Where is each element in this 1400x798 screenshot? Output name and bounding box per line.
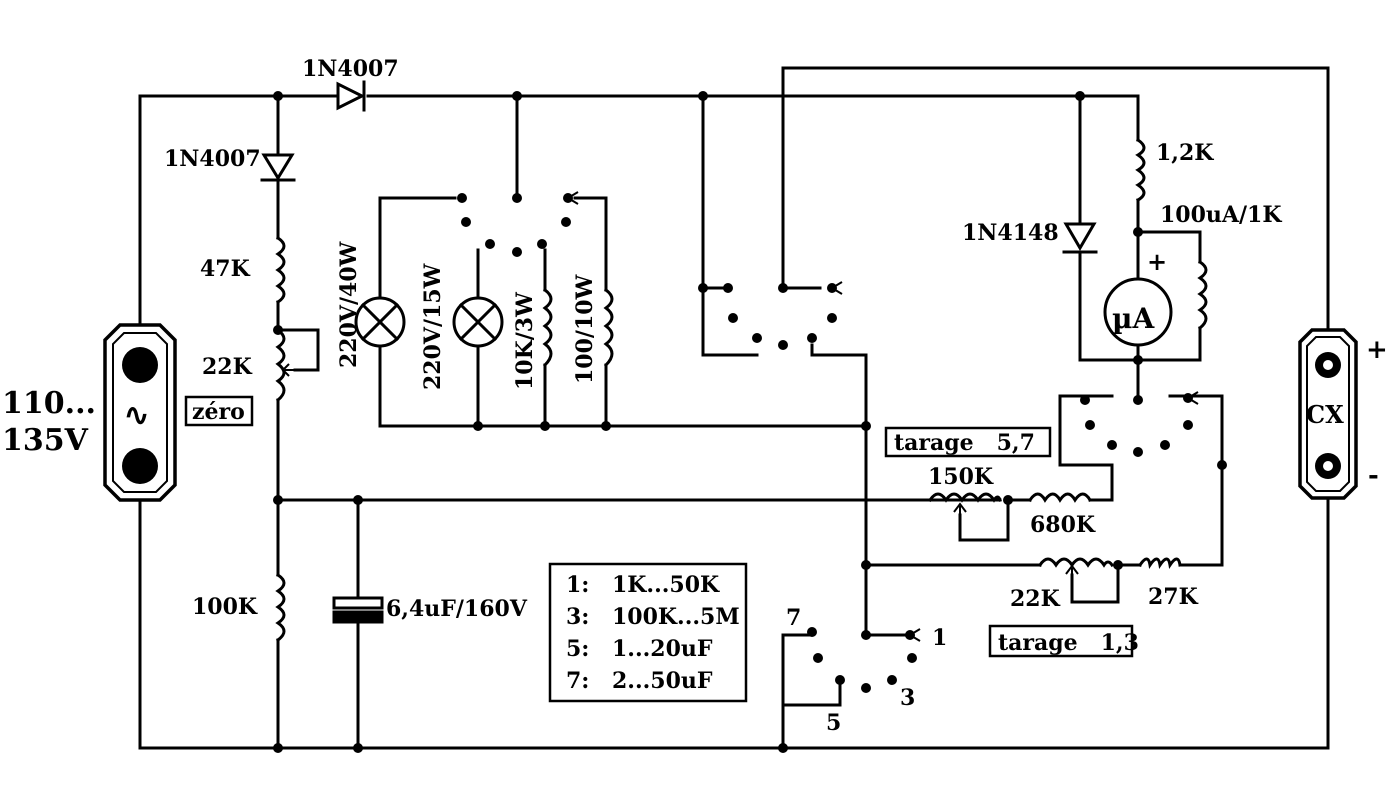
potentiometer-22k-b: 22K [1010,557,1115,612]
zero-label: zéro [192,399,245,425]
lamp-selector-switch [457,191,579,257]
microammeter: µA + 100uA/1K [1103,202,1282,347]
ac-symbol: ∿ [124,398,149,433]
tarage-1-3-label: tarage 1,3 [998,630,1139,656]
range-row-value: 100K...5M [612,604,740,630]
resistor-680k: 680K [1027,492,1096,538]
resistor-100k-label: 100K [192,594,258,620]
range-switch: 7 1 3 5 [786,605,947,736]
resistor-1-2k: 1,2K [1135,137,1214,203]
range-switch-pos-5: 5 [826,710,841,736]
zero-label-box [184,395,254,427]
resistor-1-2k-label: 1,2K [1156,140,1214,166]
pot-22k-label: 22K [202,354,253,380]
junction-dots [273,91,1227,753]
diode-1n4148: 1N4148 [962,210,1098,254]
cx-connector: CX + - [1298,328,1388,500]
pot-22k-b-label: 22K [1010,586,1061,612]
lamp-40w-label: 220V/40W [336,241,362,368]
range-row-value: 1K...50K [612,572,720,598]
resistor-47k: 47K [200,235,286,305]
cx-minus-label: - [1368,461,1379,491]
mains-connector: ∿ 110... 135V [2,323,177,502]
lamp-220v-15w: 220V/15W [420,263,504,390]
range-switch-pos-7: 7 [786,605,801,631]
range-row-value: 1...20uF [612,636,713,662]
range-row: 7: 2...50uF [566,668,713,694]
mode-switch [723,281,843,350]
range-row-pos: 7: [566,668,589,694]
tarage-1-3-box: tarage 1,3 [988,624,1139,658]
diode-left-label: 1N4007 [164,146,261,172]
range-row: 5: 1...20uF [566,636,713,662]
range-table: 1: 1K...50K 3: 100K...5M 5: 1...20uF 7: … [548,562,748,703]
cx-label: CX [1306,400,1344,429]
tarage-5-7-box: tarage 5,7 [884,426,1052,458]
resistor-100-label: 100/10W [572,274,598,384]
range-row-value: 2...50uF [612,668,713,694]
range-row-pos: 3: [566,604,589,630]
resistor-27k: 27K [1137,557,1199,610]
wires [138,66,1330,750]
potentiometer-150k: 150K [927,464,1002,515]
range-switch-pos-3: 3 [900,685,915,711]
range-switch-pos-1: 1 [932,625,947,651]
capacitor-label: 6,4uF/160V [386,596,528,622]
diode-1n4007-left: 1N4007 [164,146,296,182]
range-row-pos: 1: [566,572,589,598]
capacitor-6-4uf: 6,4uF/160V [332,596,528,624]
diode-1n4007-top: 1N4007 [302,56,399,112]
pot-150k-label: 150K [928,464,994,490]
resistor-47k-label: 47K [200,256,251,282]
potentiometer-22k-zero: 22K zéro [184,327,295,427]
resistor-10k-label: 10K/3W [512,292,538,390]
microammeter-label: 100uA/1K [1160,202,1282,228]
supply-voltage-line-2: 135V [2,423,89,458]
resistor-100k: 100K [192,572,286,643]
cx-plus-label: + [1366,335,1388,365]
range-row: 3: 100K...5M [566,604,740,630]
resistor-100-10w: 100/10W [572,274,614,384]
resistor-680k-label: 680K [1030,512,1096,538]
resistor-10k-3w: 10K/3W [512,287,553,390]
tarage-5-7-label: tarage 5,7 [894,430,1035,456]
meter-shunt-resistor [1197,259,1208,331]
microammeter-plus: + [1147,247,1167,276]
diode-1n4148-label: 1N4148 [962,220,1059,246]
lamp-15w-label: 220V/15W [420,263,446,390]
range-row: 1: 1K...50K [566,572,720,598]
range-row-pos: 5: [566,636,589,662]
diode-top-label: 1N4007 [302,56,399,82]
microammeter-symbol: µA [1112,302,1155,335]
lamp-220v-40w: 220V/40W [336,241,406,368]
calibration-switch [1080,391,1199,457]
supply-voltage-line-1: 110... [2,386,96,421]
resistor-27k-label: 27K [1148,584,1199,610]
